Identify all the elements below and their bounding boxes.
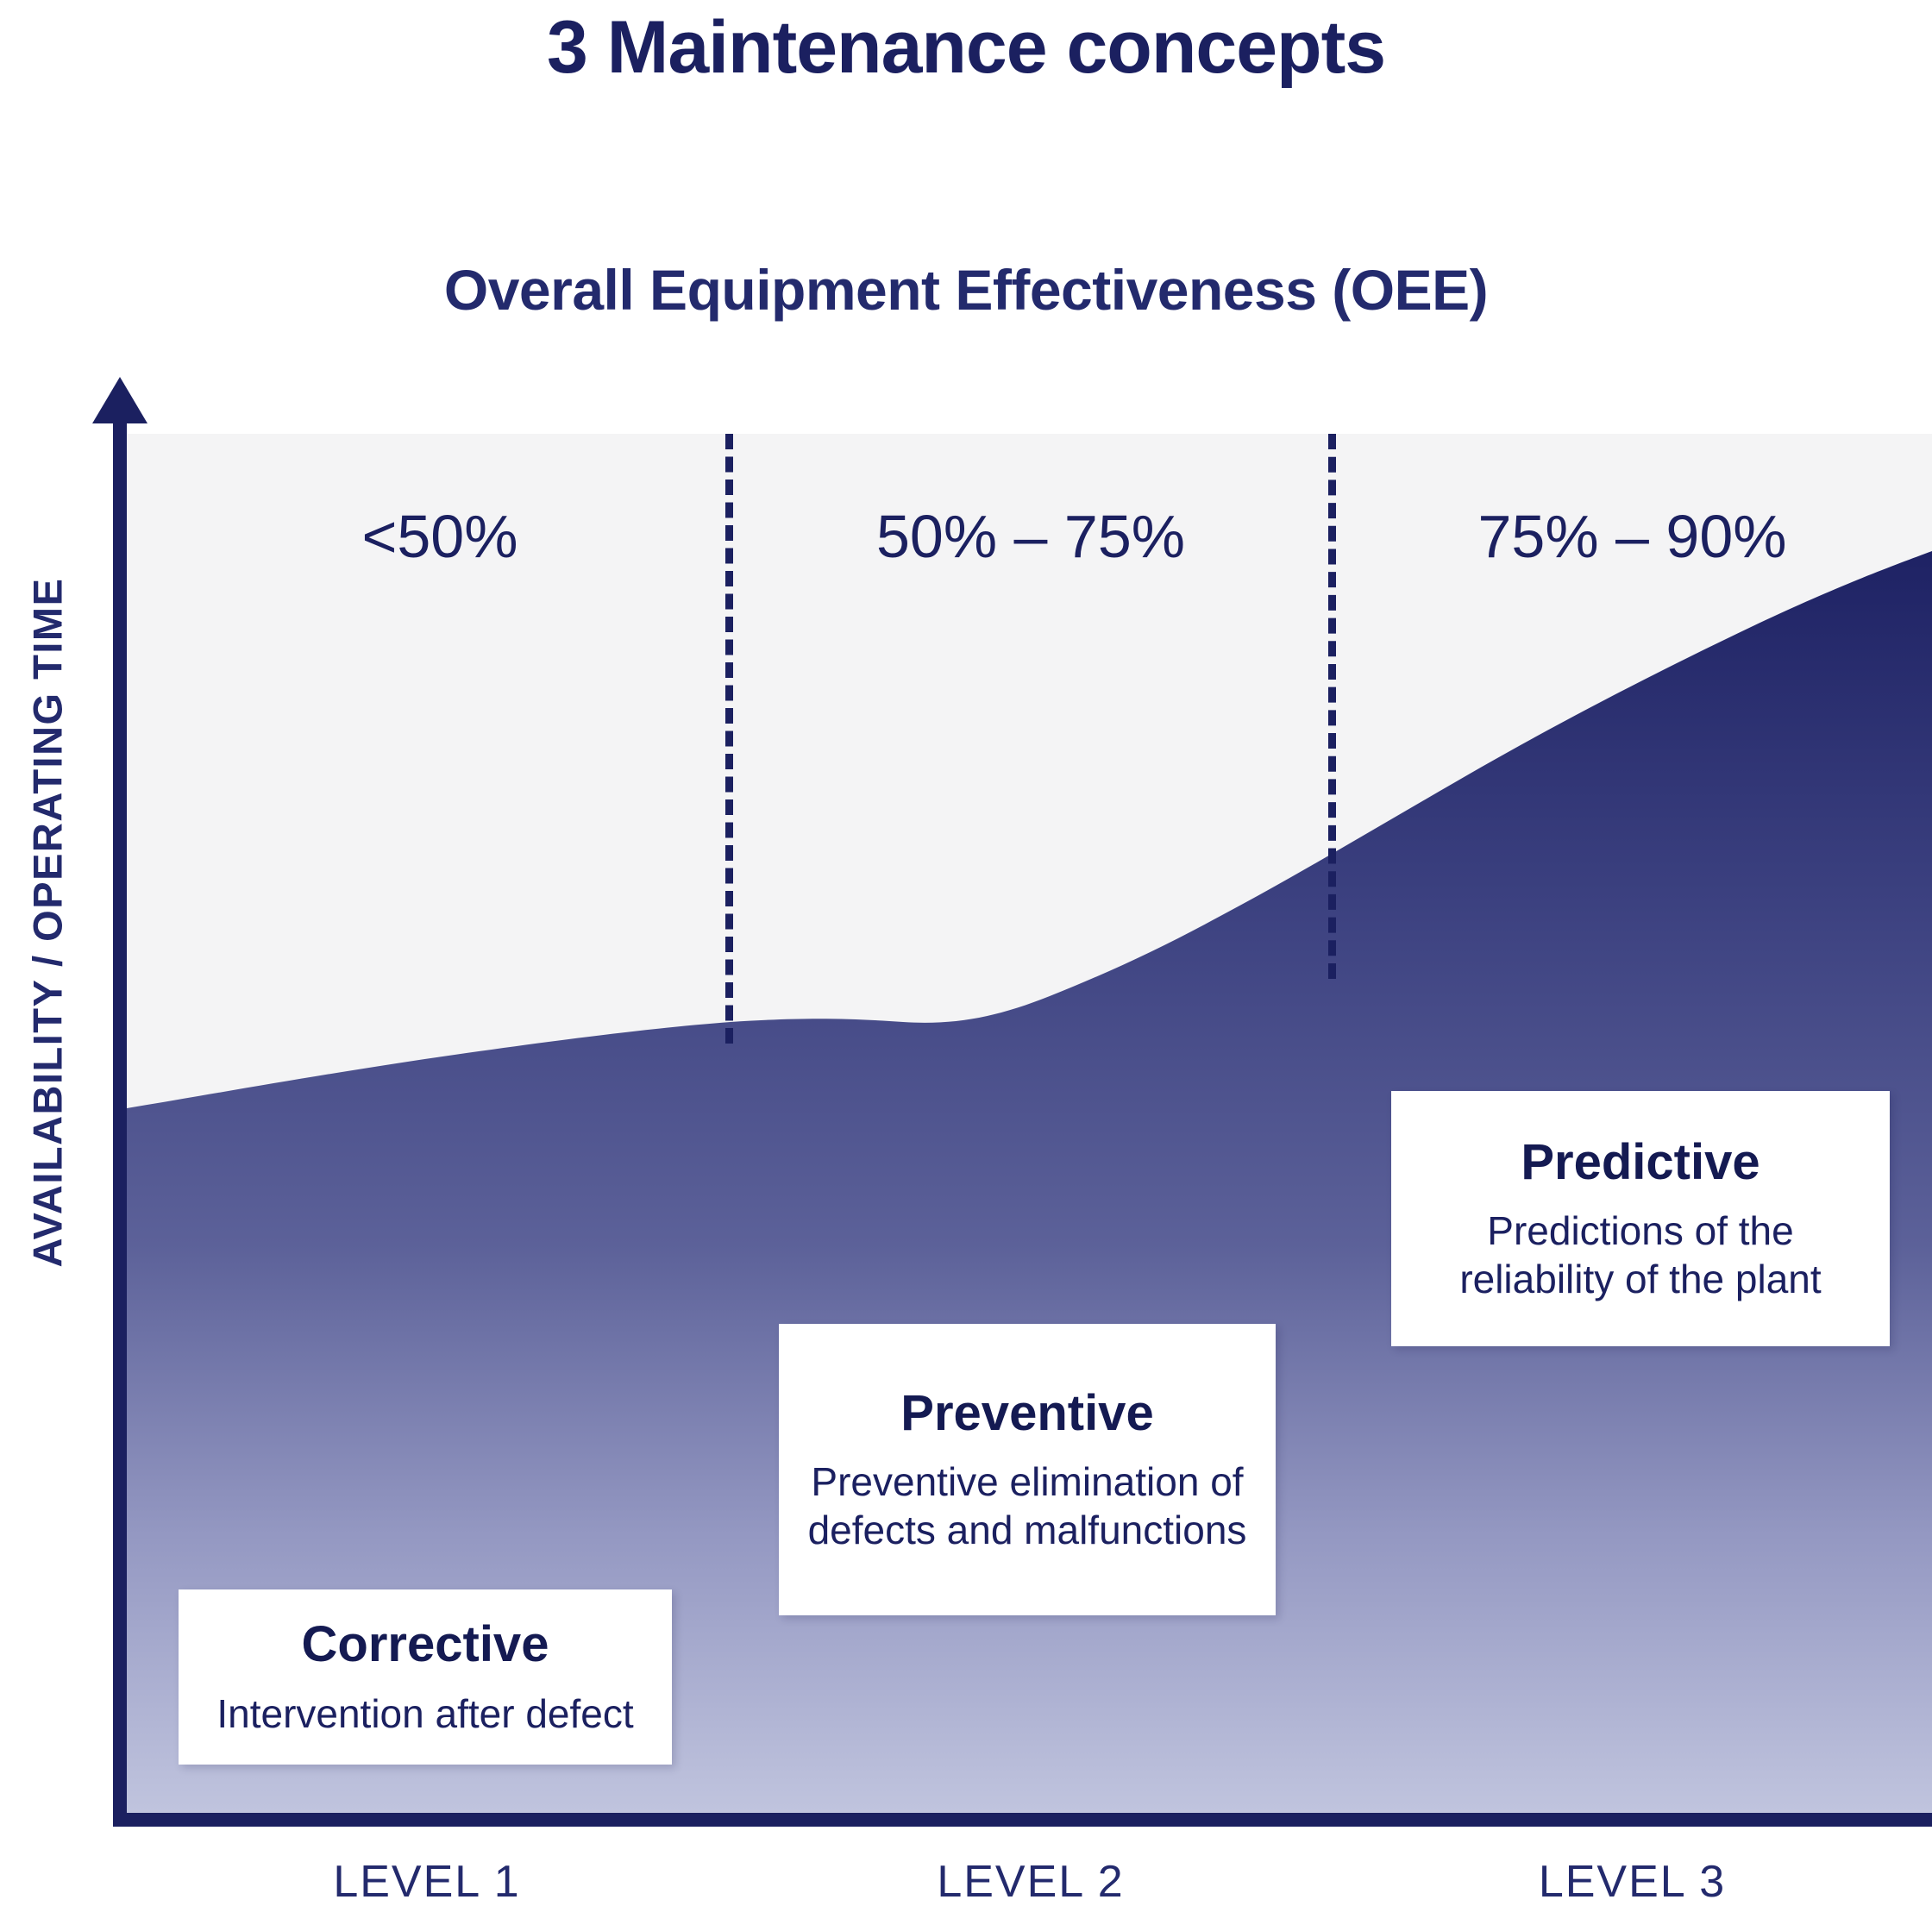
page-title: 3 Maintenance concepts bbox=[546, 6, 1386, 89]
chart-subtitle: Overall Equipment Effectiveness (OEE) bbox=[443, 258, 1489, 322]
availability-area-curve bbox=[127, 551, 1932, 1813]
oee-band-label-level1: <50% bbox=[361, 503, 518, 570]
callout-preventive-title: Preventive bbox=[900, 1384, 1154, 1441]
callout-predictive-title: Predictive bbox=[1521, 1133, 1760, 1190]
oee-band-label-level2: 50% – 75% bbox=[875, 503, 1186, 570]
callout-preventive: Preventive Preventive elimination of def… bbox=[779, 1324, 1276, 1615]
x-axis-label-level1: LEVEL 1 bbox=[333, 1857, 521, 1907]
band-divider-1 bbox=[725, 434, 733, 1044]
x-axis-label-level3: LEVEL 3 bbox=[1538, 1857, 1727, 1907]
callout-corrective-description: Intervention after defect bbox=[216, 1690, 634, 1736]
band-divider-2 bbox=[1328, 434, 1336, 979]
callout-predictive: Predictive Predictions of the reliabilit… bbox=[1391, 1091, 1890, 1346]
callout-preventive-description: Preventive elimination of defects and ma… bbox=[807, 1459, 1247, 1553]
x-axis-line bbox=[113, 1813, 1932, 1827]
callout-corrective: Corrective Intervention after defect bbox=[179, 1589, 672, 1765]
y-axis-line bbox=[113, 405, 127, 1827]
y-axis-label: AVAILABILITY / OPERATING TIME bbox=[24, 577, 71, 1268]
oee-band-label-level3: 75% – 90% bbox=[1477, 503, 1787, 570]
callout-predictive-description: Predictions of the reliability of the pl… bbox=[1459, 1208, 1822, 1302]
x-axis-label-level2: LEVEL 2 bbox=[937, 1857, 1125, 1907]
callout-corrective-title: Corrective bbox=[301, 1616, 549, 1673]
